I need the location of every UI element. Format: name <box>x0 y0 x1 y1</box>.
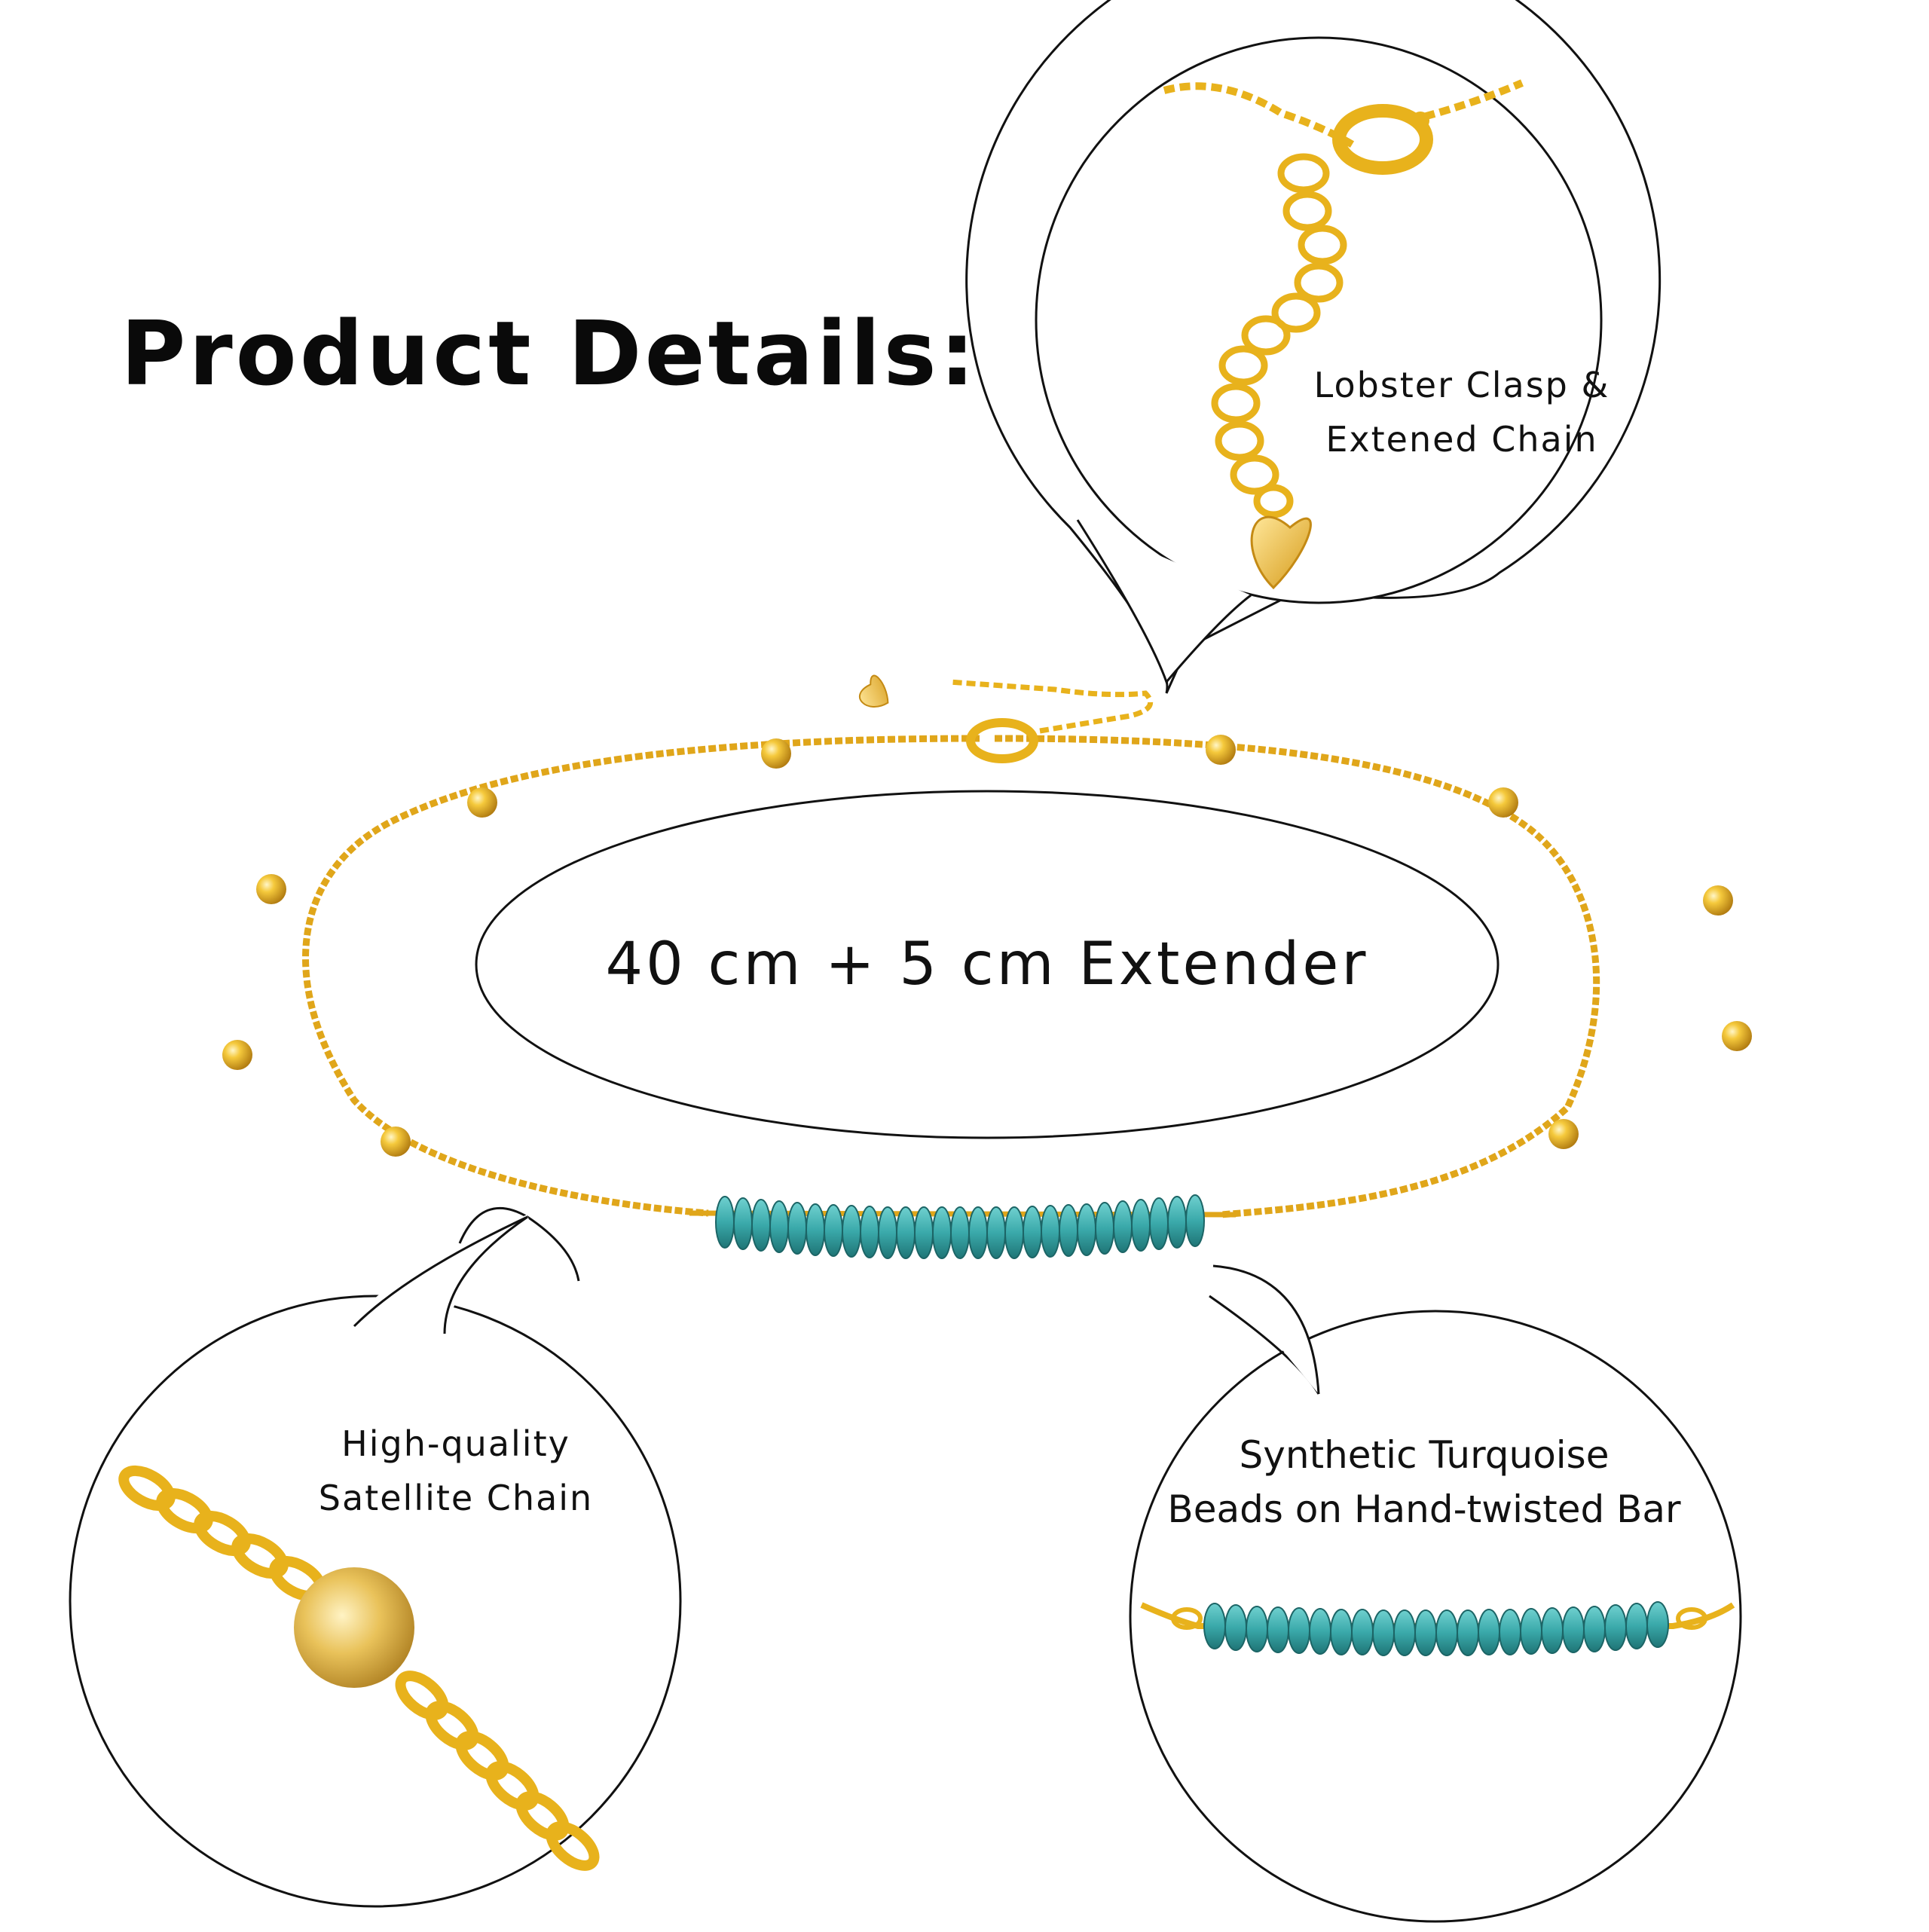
zoom-beads <box>1203 1601 1669 1656</box>
beads-caption: Synthetic Turquoise Beads on Hand-twiste… <box>1160 1428 1688 1536</box>
length-ellipse <box>475 790 1499 1139</box>
beads-caption-line1: Synthetic Turquoise <box>1239 1433 1610 1477</box>
beads-caption-line2: Beads on Hand-twisted Bar <box>1167 1487 1681 1531</box>
extender-chain-links <box>1211 153 1347 518</box>
chain-caption: High-quality Satellite Chain <box>279 1417 633 1525</box>
clasp-caption: Lobster Clasp & Extened Chain <box>1289 358 1635 466</box>
beads-callout <box>1129 1264 1742 1923</box>
clasp-caption-line2: Extened Chain <box>1325 419 1598 460</box>
necklace-beads <box>715 1194 1205 1259</box>
satellite-balls <box>222 735 1752 1157</box>
clasp-caption-line1: Lobster Clasp & <box>1313 365 1610 405</box>
clasp-callout <box>965 0 1662 694</box>
chain-caption-line1: High-quality <box>341 1423 570 1464</box>
necklace <box>222 674 1752 1259</box>
chain-callout <box>69 1206 682 1908</box>
length-label: 40 cm + 5 cm Extender <box>605 931 1369 998</box>
zoom-chain-links <box>118 1465 600 1871</box>
chain-caption-line2: Satellite Chain <box>318 1478 594 1518</box>
page-title: Product Details: <box>121 301 978 405</box>
